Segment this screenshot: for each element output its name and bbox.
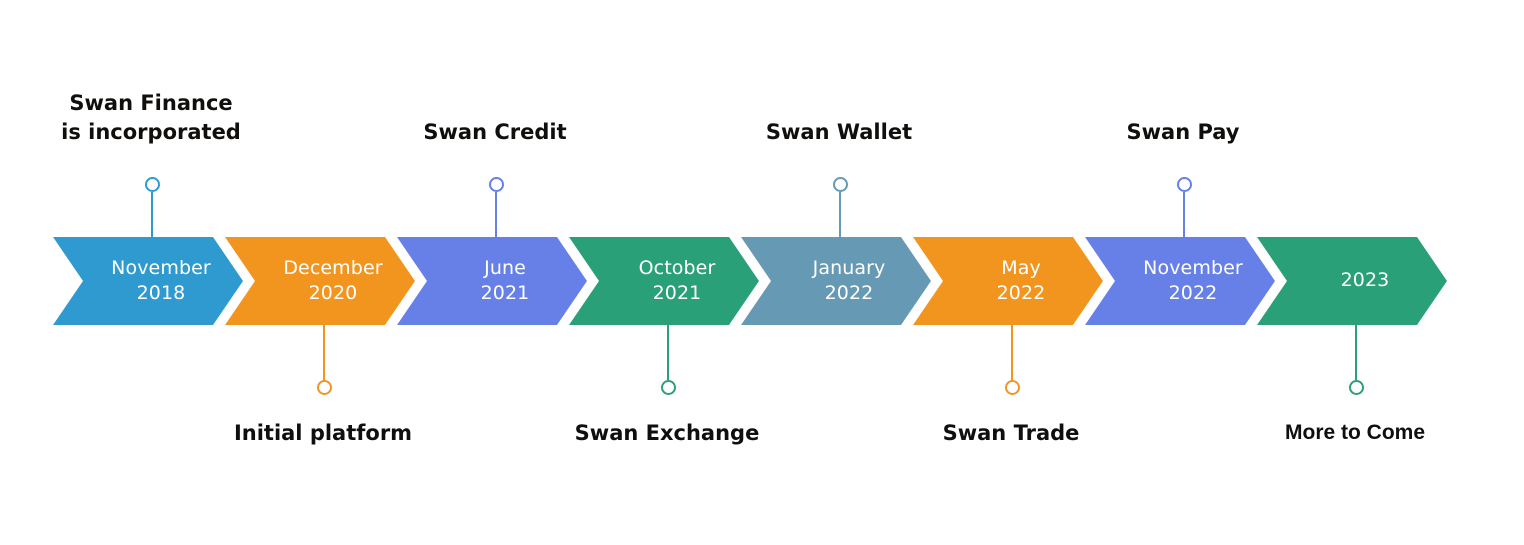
milestone-caption-2: Initial platform [234,419,412,448]
milestone-caption-line1: Swan Finance [69,91,233,115]
milestone-caption-6: Swan Trade [943,419,1080,448]
milestone-caption-line1: Swan Credit [423,120,567,144]
chevron-shape [225,237,415,325]
connector-ring [661,379,676,395]
chevron-shape [53,237,243,325]
milestone-caption-3: Swan Credit [423,118,566,147]
connector-stem [839,191,841,237]
connector-ring [1005,379,1020,395]
connector-stem [323,325,325,380]
milestone-caption-line1: More to Come [1284,421,1426,444]
connector-stem [1011,325,1013,380]
connector-stem [151,191,153,237]
connector-ring [1349,379,1364,395]
chevron-shape [1257,237,1447,325]
milestone-caption-line1: Swan Trade [942,421,1080,445]
milestone-caption-1: Swan Finance is incorporated [61,89,241,147]
connector-ring [833,176,848,192]
chevron-shape [569,237,759,325]
milestone-caption-7: Swan Pay [1127,118,1240,147]
connector-ring [1177,176,1192,192]
milestone-caption-5: Swan Wallet [766,118,912,147]
chevron-shape [913,237,1103,325]
chevron-shape [397,237,587,325]
chevron-shape [1085,237,1275,325]
chevron-shape [741,237,931,325]
milestone-caption-4: Swan Exchange [575,419,760,448]
milestone-caption-line1: Swan Exchange [574,421,760,445]
milestone-caption-line1: Swan Pay [1126,120,1240,144]
milestone-caption-line1: Swan Wallet [765,120,913,144]
connector-ring [145,176,160,192]
connector-stem [1355,325,1357,380]
milestone-caption-line1: Initial platform [233,421,413,445]
connector-stem [1183,191,1185,237]
connector-ring [317,379,332,395]
connector-stem [667,325,669,380]
milestone-caption-line2: is incorporated [61,119,241,144]
connector-stem [495,191,497,237]
connector-ring [489,176,504,192]
milestone-caption-8: More to Come [1285,419,1425,448]
